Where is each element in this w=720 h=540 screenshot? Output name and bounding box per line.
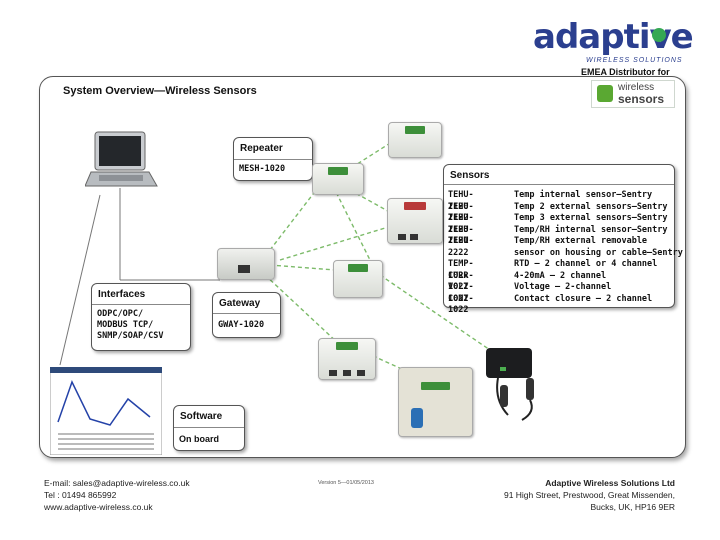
- repeater-device: [312, 163, 364, 195]
- sensor-desc: Temp/RH internal sensor—Sentry: [514, 224, 668, 235]
- interfaces-divider: [92, 304, 190, 305]
- sensor-device-3: [333, 260, 383, 298]
- sensor-photo: [398, 367, 473, 437]
- interfaces-title: Interfaces: [98, 289, 146, 300]
- sensor-device-4: [318, 338, 376, 380]
- sensor-code: CURR-1022: [448, 270, 474, 293]
- software-title: Software: [180, 411, 223, 422]
- link-gateway-sensor4: [264, 274, 341, 346]
- footer-address: Adaptive Wireless Solutions Ltd 91 High …: [504, 477, 675, 513]
- adaptive-logo: adaptive: [533, 17, 694, 57]
- logo-subtitle: WIRELESS SOLUTIONS: [586, 57, 683, 64]
- sensor-desc: Temp internal sensor—Sentry: [514, 190, 653, 200]
- footer-email[interactable]: E-mail: sales@adaptive-wireless.co.uk: [44, 478, 190, 488]
- sensors-title: Sensors: [450, 170, 490, 181]
- gateway-box: Gateway GWAY-1020: [212, 292, 281, 338]
- sensor-code: TEMP-102x: [448, 259, 474, 281]
- footer-tel: Tel : 01494 865992: [44, 490, 117, 500]
- sensor-device-1: [388, 122, 442, 158]
- link-gateway-repeater: [269, 184, 321, 251]
- emea-tagline: EMEA Distributor for: [581, 67, 670, 77]
- repeater-model: MESH-1020: [239, 164, 286, 174]
- laptop-icon: [85, 131, 158, 187]
- link-sensor3-probe: [379, 274, 491, 351]
- repeater-box: Repeater MESH-1020: [233, 137, 313, 181]
- gateway-device: [217, 248, 275, 280]
- laptop-software-wire: [59, 194, 101, 366]
- sensor-desc: Voltage — 2-channel: [514, 282, 612, 292]
- link-repeater-sensor3: [329, 179, 376, 271]
- sensor-desc: 4-20mA — 2 channel: [514, 270, 607, 281]
- probe-sensor-icon: [486, 348, 534, 421]
- sensor-desc: Temp 2 external sensors—Sentry: [514, 201, 668, 212]
- repeater-title: Repeater: [240, 143, 283, 154]
- footer-version: Version 5—01/05/2013: [318, 480, 374, 486]
- interfaces-line: SNMP/SOAP/CSV: [97, 331, 164, 341]
- interfaces-line: ODPC/OPC/: [97, 309, 144, 319]
- partner-line1: wireless: [618, 82, 655, 93]
- gateway-divider: [213, 313, 280, 314]
- diagram-title: System Overview—Wireless Sensors: [63, 85, 257, 97]
- logo-dot-icon: [652, 28, 666, 42]
- sensor-code: CONT-1022: [448, 293, 474, 316]
- link-gateway-sensor2: [279, 224, 396, 261]
- wireless-sensors-mark-icon: [597, 85, 613, 102]
- software-box: Software On board: [173, 405, 245, 451]
- software-screenshot: [50, 367, 162, 455]
- sensors-divider: [444, 184, 674, 185]
- gateway-title: Gateway: [219, 298, 261, 309]
- footer-address-line1: 91 High Street, Prestwood, Great Missend…: [503, 490, 675, 500]
- interfaces-box: Interfaces ODPC/OPC/ MODBUS TCP/ SNMP/SO…: [91, 283, 191, 351]
- sensor-device-2: [387, 198, 443, 244]
- sensor-code: VOLT-1022: [448, 282, 474, 304]
- sensor-code: TEHU-2122: [448, 201, 474, 224]
- software-divider: [174, 427, 244, 428]
- sensor-code: TEHU-2121: [448, 224, 474, 247]
- sensor-desc: Contact closure — 2 channel: [514, 293, 653, 304]
- software-subtitle: On board: [179, 434, 219, 444]
- repeater-divider: [234, 159, 312, 160]
- link-gateway-sensor3: [269, 264, 336, 271]
- sensor-desc: RTD — 2 channel or 4 channel: [514, 259, 658, 269]
- footer-contact: E-mail: sales@adaptive-wireless.co.uk Te…: [44, 477, 190, 513]
- sensor-code: TEHU-2123: [448, 213, 474, 235]
- footer-address-line2: Bucks, UK, HP16 9ER: [590, 502, 675, 512]
- partner-line2: sensors: [618, 92, 665, 106]
- sensor-desc: Temp 3 external sensors—Sentry: [514, 213, 668, 223]
- wireless-sensors-logo: wireless sensors: [591, 80, 675, 108]
- sensors-box: Sensors TEHU-2120 Temp internal sensor—S…: [443, 164, 683, 315]
- footer-web[interactable]: www.adaptive-wireless.co.uk: [44, 502, 153, 512]
- sensor-desc: Temp/RH external removable: [514, 236, 648, 246]
- sensor-code: TEHU-2222: [448, 236, 474, 258]
- interfaces-line: MODBUS TCP/: [97, 320, 154, 330]
- footer-company: Adaptive Wireless Solutions Ltd: [545, 478, 675, 488]
- gateway-model: GWAY-1020: [218, 320, 265, 330]
- sensor-desc: sensor on housing or cable—Sentry: [514, 247, 683, 258]
- sensor-code: TEHU-2120: [448, 190, 474, 212]
